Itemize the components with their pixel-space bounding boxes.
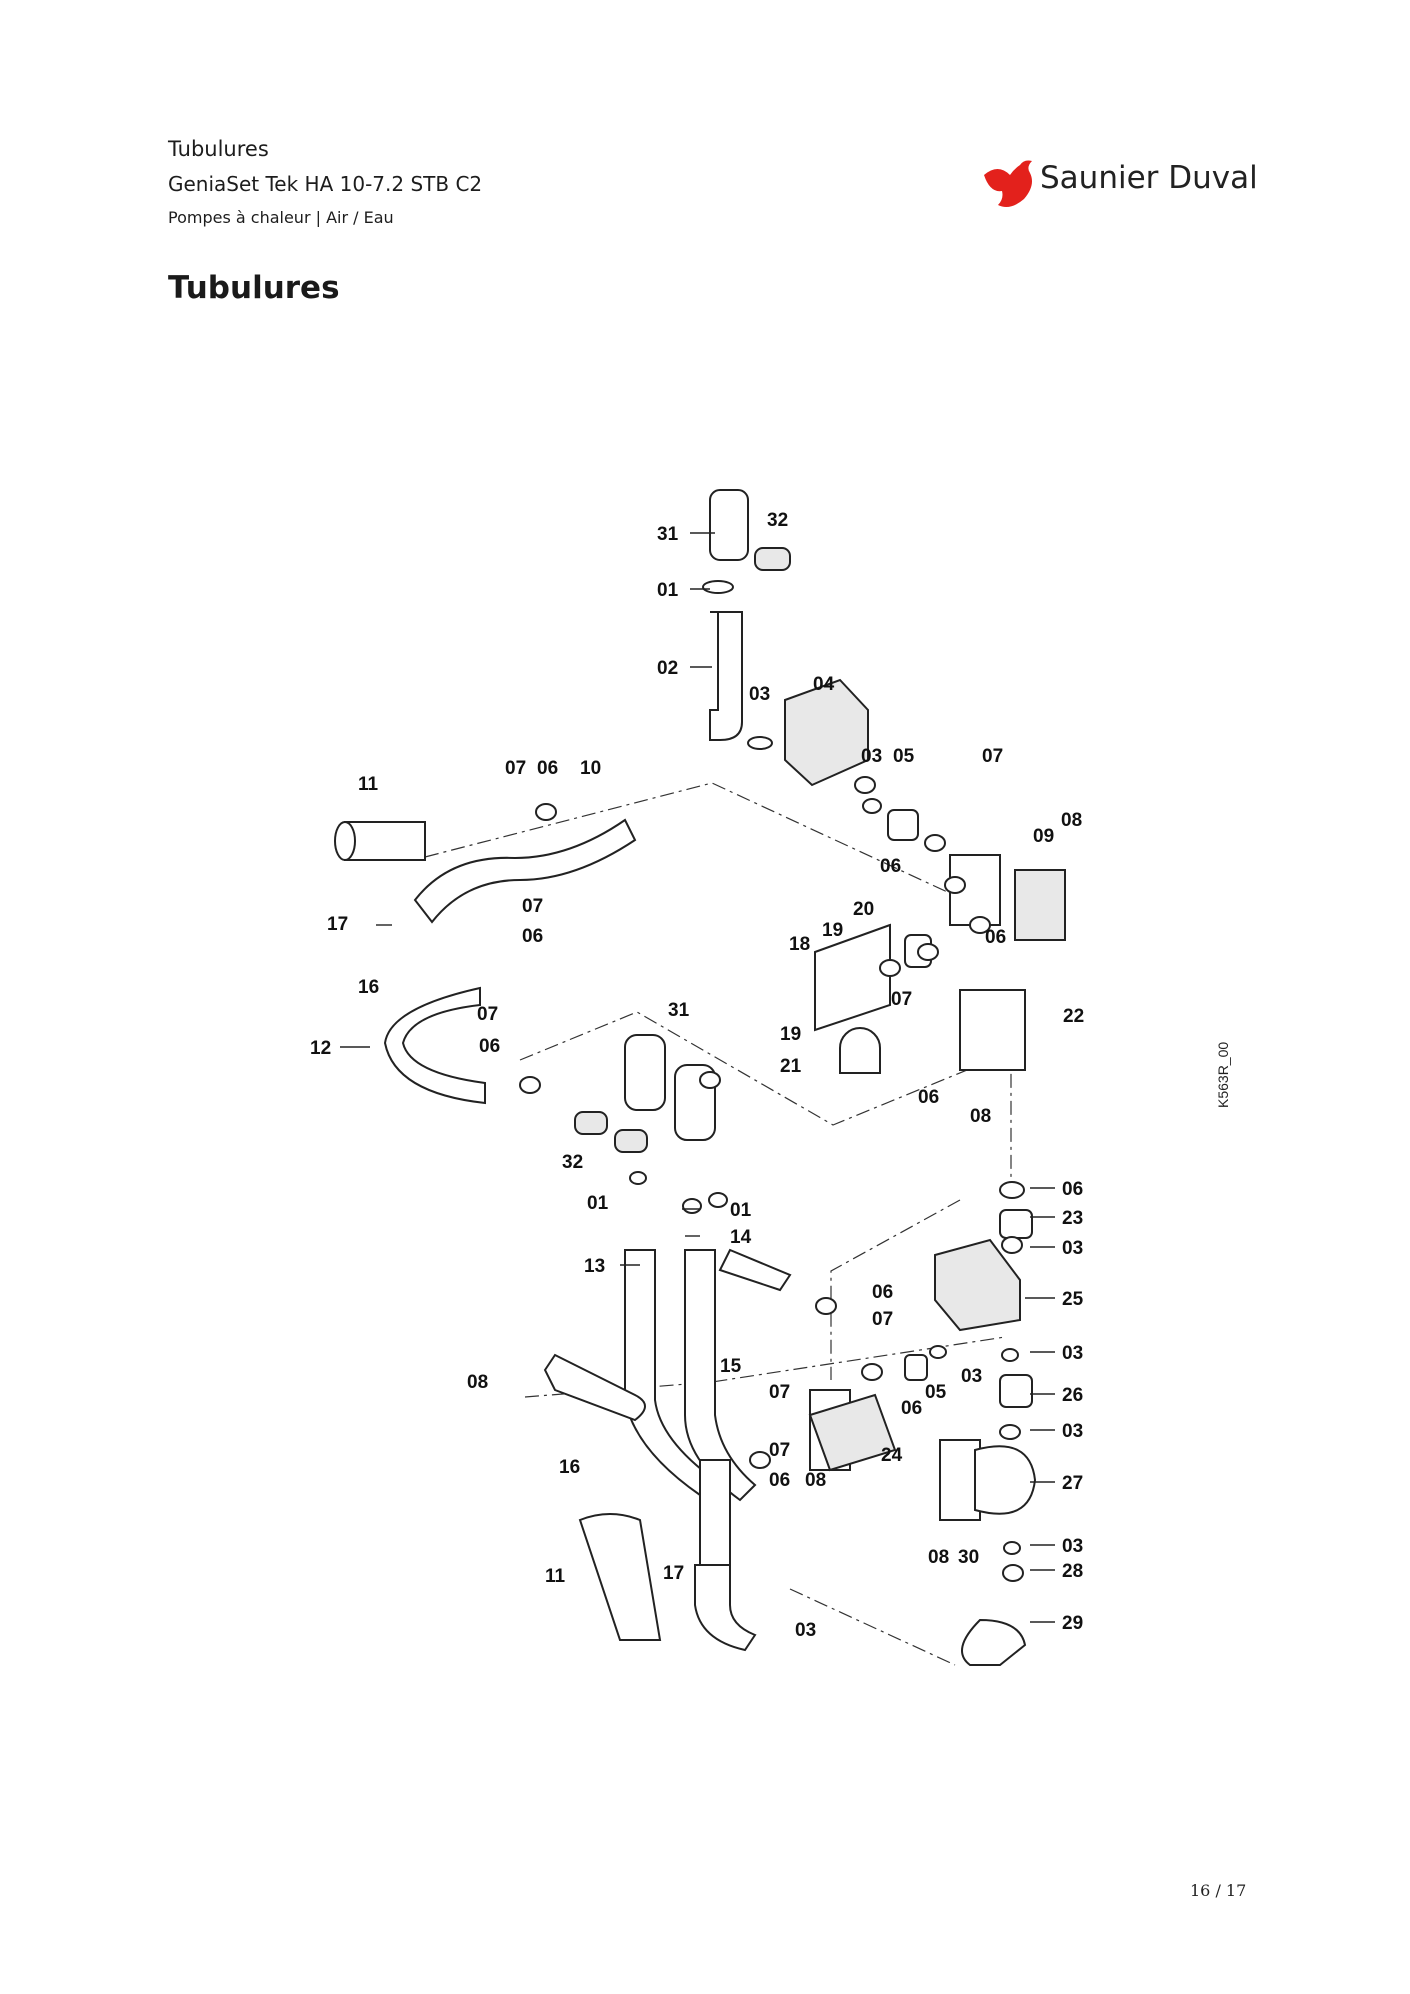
callout-label: 21 [780, 1056, 802, 1077]
callout-label: 06 [522, 926, 543, 947]
brand-name: Saunier Duval [1040, 160, 1258, 196]
callout-label: 19 [780, 1024, 801, 1045]
callout-label: 05 [925, 1382, 947, 1403]
callout-label: 07 [505, 758, 526, 779]
callout-label: 03 [1062, 1343, 1083, 1364]
callout-label: 08 [928, 1547, 949, 1568]
callout-label: 22 [1063, 1006, 1084, 1027]
callout-label: 20 [853, 899, 874, 920]
callout-label: 09 [1033, 826, 1054, 847]
callout-label: 29 [1062, 1613, 1083, 1634]
callout-label: 17 [327, 914, 348, 935]
callout-label: 25 [1062, 1289, 1084, 1310]
callout-label: 10 [580, 758, 601, 779]
callout-label: 02 [657, 658, 678, 679]
callout-label: 03 [1062, 1421, 1083, 1442]
callout-label: 08 [467, 1372, 488, 1393]
callout-label: 32 [767, 510, 788, 531]
callout-label: 30 [958, 1547, 979, 1568]
callout-label: 07 [522, 896, 543, 917]
callout-label: 19 [822, 920, 843, 941]
callout-label: 07 [891, 989, 912, 1010]
callout-label: 03 [1062, 1238, 1083, 1259]
callout-label: 11 [358, 774, 379, 795]
callout-label: 03 [795, 1620, 816, 1641]
callout-label: 26 [1062, 1385, 1083, 1406]
callout-label: 03 [1062, 1536, 1083, 1557]
callout-label: 07 [769, 1382, 790, 1403]
callout-label: 06 [1062, 1179, 1083, 1200]
callout-label: 07 [982, 746, 1003, 767]
callout-label: 07 [872, 1309, 893, 1330]
callout-labels: 31 32 01 02 03 04 03 05 07 08 09 06 06 2… [310, 510, 1231, 1641]
callout-label: 12 [310, 1038, 331, 1059]
callout-label: 18 [789, 934, 810, 955]
callout-label: 31 [668, 1000, 690, 1021]
header-title: Tubulures [168, 137, 269, 161]
callout-label: 28 [1062, 1561, 1083, 1582]
callout-label: 06 [880, 856, 901, 877]
callout-label: 06 [872, 1282, 893, 1303]
callout-label: 07 [769, 1440, 790, 1461]
callout-label: 04 [813, 674, 835, 695]
bird-logo-icon [984, 160, 1032, 207]
callout-label: 13 [584, 1256, 605, 1277]
callout-label: 08 [1061, 810, 1082, 831]
callout-label: 07 [477, 1004, 498, 1025]
callout-label: 06 [901, 1398, 922, 1419]
callout-label: 06 [479, 1036, 500, 1057]
callout-label: 14 [730, 1227, 752, 1248]
leader-lines [340, 532, 1055, 1623]
callout-label: 11 [545, 1566, 566, 1587]
callout-label: 03 [961, 1366, 982, 1387]
header-product: GeniaSet Tek HA 10-7.2 STB C2 [168, 172, 483, 196]
diagram-reference: K563R_00 [1215, 1042, 1231, 1108]
callout-label: 24 [881, 1445, 903, 1466]
parts [334, 489, 1066, 1666]
callout-label: 01 [730, 1200, 752, 1221]
callout-label: 17 [663, 1563, 684, 1584]
page-number: 16 / 17 [1190, 1881, 1247, 1900]
callout-label: 05 [893, 746, 915, 767]
callout-label: 06 [985, 927, 1006, 948]
callout-label: 03 [749, 684, 770, 705]
callout-label: 27 [1062, 1473, 1083, 1494]
callout-label: 06 [769, 1470, 790, 1491]
callout-label: 06 [918, 1087, 939, 1108]
callout-label: 03 [861, 746, 882, 767]
callout-label: 01 [587, 1193, 609, 1214]
callout-label: 16 [559, 1457, 580, 1478]
section-title: Tubulures [168, 270, 340, 306]
header-category: Pompes à chaleur | Air / Eau [168, 208, 394, 227]
callout-label: 16 [358, 977, 379, 998]
callout-label: 08 [970, 1106, 991, 1127]
callout-label: 31 [657, 524, 679, 545]
callout-label: 23 [1062, 1208, 1083, 1229]
callout-label: 32 [562, 1152, 583, 1173]
callout-label: 01 [657, 580, 679, 601]
callout-label: 08 [805, 1470, 826, 1491]
callout-label: 15 [720, 1356, 742, 1377]
callout-label: 06 [537, 758, 558, 779]
